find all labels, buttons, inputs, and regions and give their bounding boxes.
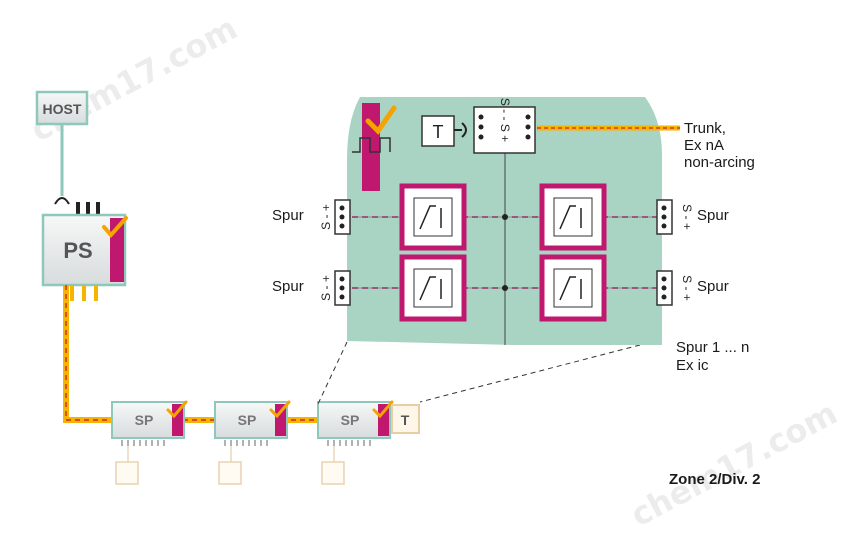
- spur-label-right-top: Spur: [697, 207, 729, 224]
- power-supply: PS: [41, 202, 128, 301]
- spur-range-label: Spur 1 ... n Ex ic: [676, 339, 749, 375]
- zoom-line-right: [419, 344, 641, 403]
- spur-connector-left-top: [334, 199, 351, 235]
- trunk-label: Trunk, Ex nA non-arcing: [684, 120, 755, 171]
- detail-panel: T S - - S +: [319, 97, 694, 345]
- zoom-line-left: [317, 341, 348, 405]
- spur-pin-label-right-top: S - +: [680, 204, 694, 230]
- sp-label-3: SP: [341, 412, 360, 428]
- spur-label-left-top: Spur: [272, 207, 304, 224]
- terminator-label: T: [401, 412, 410, 428]
- ps-check-icon: [102, 216, 128, 239]
- spur-pin-label-left-top: S - +: [319, 204, 333, 230]
- zone-label: Zone 2/Div. 2: [669, 471, 761, 488]
- host-connector-arc: [54, 197, 70, 205]
- spur-range-line-1: Spur 1 ... n: [676, 339, 750, 356]
- segment-protector-3: SP: [317, 400, 394, 485]
- spur-connector-right-bottom: [656, 270, 673, 306]
- trunk-label-line-2: Ex nA: [684, 137, 725, 154]
- spur-connector-right-top: [656, 199, 673, 235]
- trunk-label-line-3: non-arcing: [684, 154, 755, 171]
- waveform-icon: [352, 137, 391, 153]
- detail-check-icon: [365, 105, 397, 135]
- terminator: T: [391, 404, 420, 434]
- spur-label-right-bottom: Spur: [697, 278, 729, 295]
- host-label: HOST: [43, 101, 82, 117]
- host-box: HOST: [35, 90, 89, 126]
- segment-protector-2: SP: [214, 400, 291, 485]
- spur-pin-label-left-bottom: S - +: [319, 275, 333, 301]
- sp-label-2: SP: [238, 412, 257, 428]
- spur-pin-label-right-bottom: S - +: [680, 275, 694, 301]
- barrier-module-3: [399, 254, 467, 322]
- spur-label-left-bottom: Spur: [272, 278, 304, 295]
- segment-protector-1: SP: [111, 400, 188, 485]
- spur-range-line-2: Ex ic: [676, 357, 709, 374]
- barrier-module-4: [539, 254, 607, 322]
- sp-label-1: SP: [135, 412, 154, 428]
- trunk-label-line-1: Trunk,: [684, 120, 726, 137]
- ps-label: PS: [63, 238, 92, 263]
- barrier-module-1: [399, 183, 467, 251]
- barrier-module-2: [539, 183, 607, 251]
- detail-terminator-label: T: [433, 122, 444, 142]
- trunk-connector-label: S - - S +: [498, 98, 512, 142]
- spur-connector-left-bottom: [334, 270, 351, 306]
